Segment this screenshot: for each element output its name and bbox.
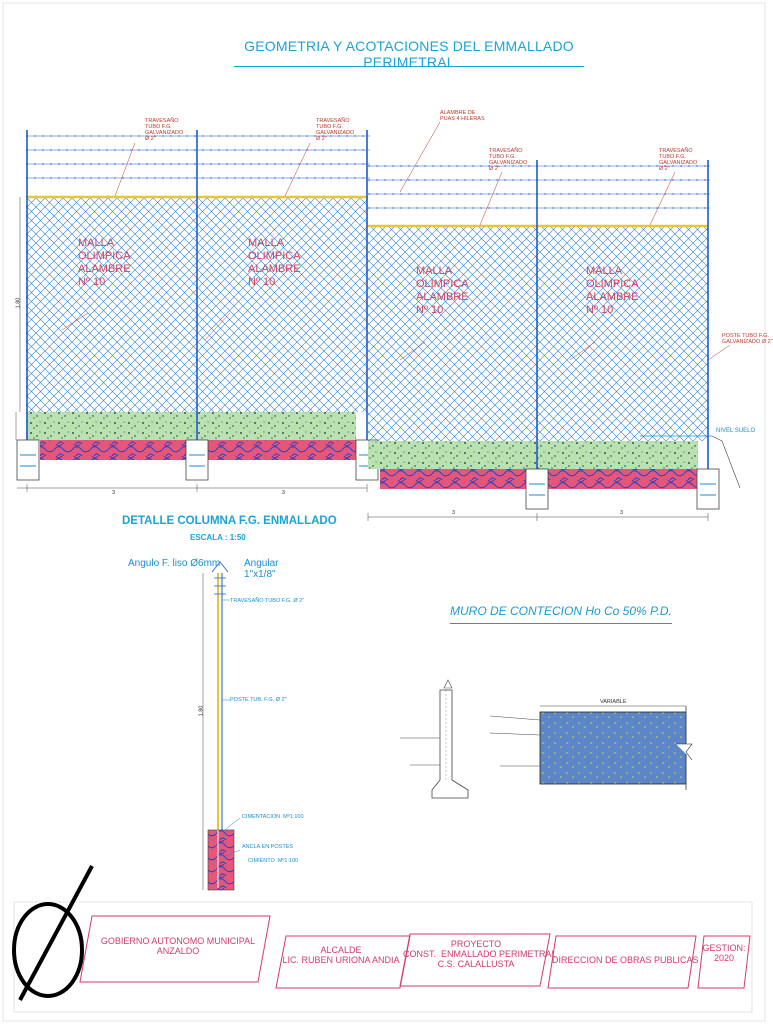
- detail-column: [202, 561, 241, 891]
- posts-left: [26, 130, 368, 460]
- label-col-poste: POSTE TUB. F.G. Ø 2": [230, 697, 287, 703]
- title-block-alcalde: ALCALDE LIC. RUBEN URIONA ANDIA: [282, 945, 400, 965]
- label-nivel-suelo: NIVEL SUELO: [716, 428, 756, 434]
- soil-right: [368, 441, 698, 469]
- title-underline: [234, 66, 584, 67]
- posts-right: [536, 160, 709, 490]
- label-travesano-2: TRAVESAÑO TUBO F.G. GALVANIZADO Ø 2": [316, 118, 355, 142]
- footings-left: [16, 439, 379, 481]
- label-variable: VARIABLE: [600, 699, 627, 705]
- fence-section-left: [15, 121, 441, 492]
- label-anclaje: ANCLA EN POSTES: [242, 844, 294, 850]
- title-block-gestion: GESTION: 2020: [702, 943, 746, 963]
- muro-section-right: [489, 705, 693, 790]
- muro-title: MURO DE CONTECION Ho Co 50% P.D.: [450, 604, 672, 618]
- label-malla-2: MALLA OLIMPICA ALAMBRE Nº 10: [248, 237, 301, 288]
- dim-span-4: 3: [620, 510, 624, 516]
- footings-right: [525, 468, 720, 510]
- mesh-panel-right: [368, 226, 708, 441]
- muro-underline: [450, 623, 672, 624]
- muro-section-left: [400, 679, 469, 799]
- label-malla-1: MALLA OLIMPICA ALAMBRE Nº 10: [78, 237, 131, 288]
- dim-span-1: 3: [112, 490, 116, 496]
- label-alambre-puas: ALAMBRE DE PUAS 4 HILERAS: [440, 110, 485, 122]
- label-angular: Angular 1"x1/8": [244, 558, 279, 580]
- dim-span-3: 3: [452, 510, 456, 516]
- dim-span-2: 3: [282, 490, 286, 496]
- fence-section-right: [367, 160, 741, 521]
- label-cimentacion: CIMENTACION Mº1:100: [242, 814, 304, 820]
- soil-left: [26, 412, 356, 440]
- label-travesano-3: TRAVESAÑO TUBO F.G. GALVANIZADO Ø 2": [489, 148, 528, 172]
- label-travesano-1: TRAVESAÑO TUBO F.G. GALVANIZADO Ø 2": [145, 118, 184, 142]
- dim-column-height: 1.80: [198, 705, 205, 717]
- label-malla-3: MALLA OLIMPICA ALAMBRE Nº 10: [416, 265, 469, 316]
- label-cimiento: CIMIENTO Mº1:100: [248, 858, 299, 864]
- title-block: [12, 865, 753, 1013]
- title-block-entity: GOBIERNO AUTONOMO MUNICIPAL ANZALDO: [100, 936, 256, 956]
- detail-column-scale: ESCALA : 1:50: [190, 533, 246, 542]
- label-travesano-4: TRAVESAÑO TUBO F.G. GALVANIZADO Ø 2": [659, 148, 698, 172]
- title-block-proyecto: PROYECTO CONST. ENMALLADO PERIMETRAL C.S…: [403, 939, 557, 969]
- detail-column-title: DETALLE COLUMNA F.G. ENMALLADO: [122, 515, 337, 527]
- label-col-travesano: TRAVESAÑO TUBO F.G. Ø 2": [230, 598, 305, 604]
- dim-fence-height: 1.80: [15, 297, 22, 309]
- label-angulo-liso: Angulo F. liso Ø6mm: [128, 558, 221, 569]
- label-poste: POSTE TUBO F.G. GALVANIZADO Ø 2": [722, 333, 773, 345]
- label-malla-4: MALLA OLIMPICA ALAMBRE Nº 10: [586, 265, 639, 316]
- logo-ellipse: [12, 902, 84, 998]
- title-block-direccion: DIRECCION DE OBRAS PUBLICAS: [552, 955, 699, 965]
- barbed-wire-left: [26, 135, 370, 179]
